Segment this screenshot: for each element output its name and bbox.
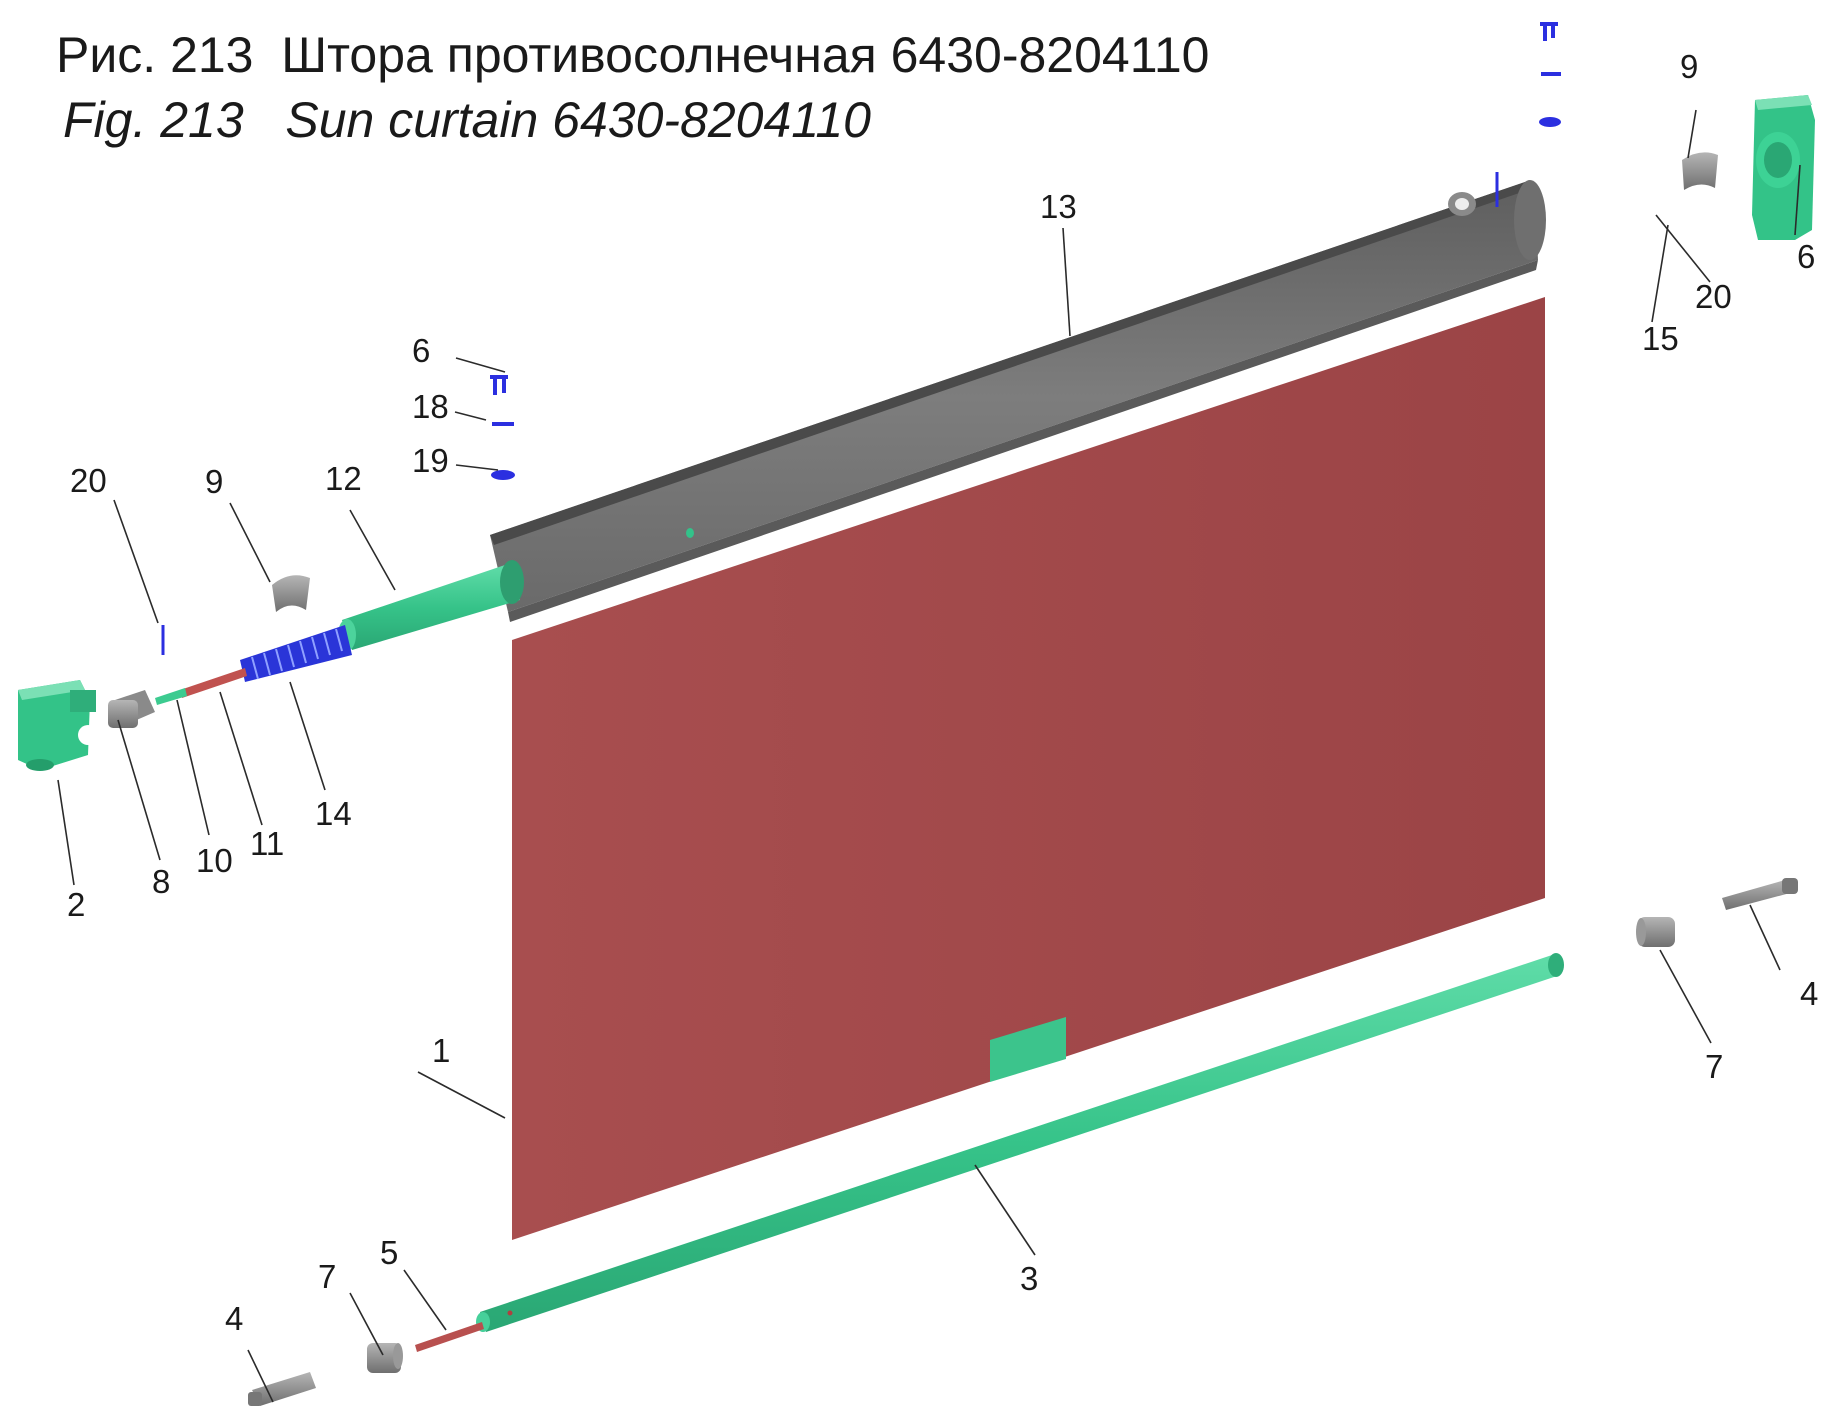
callout-20-right: 20 [1695,278,1732,315]
bottom-left-end-pin [248,1372,316,1406]
callout-9-right: 9 [1680,48,1698,85]
callout-7-left: 7 [318,1258,336,1295]
callout-11: 11 [250,825,284,862]
right-clip [1682,152,1718,190]
callout-5: 5 [380,1234,398,1271]
left-bracket [18,680,98,771]
right-bracket [1752,95,1815,240]
end-bushing [108,690,155,728]
curtain-panel [512,297,1545,1240]
callout-4-right: 4 [1800,975,1818,1012]
left-fasteners [490,375,515,480]
callout-8: 8 [152,863,170,900]
callout-7-right: 7 [1705,1048,1723,1085]
housing-tube [490,180,1546,622]
bottom-right-bushing [1636,917,1675,947]
left-clip [272,575,310,612]
callout-10: 10 [196,842,233,879]
callout-2: 2 [67,886,85,923]
callout-14: 14 [315,795,352,832]
callout-1: 1 [432,1032,450,1069]
callout-9-left: 9 [205,463,223,500]
callout-12: 12 [325,460,362,497]
callout-6-right: 6 [1797,238,1815,275]
callout-4-left: 4 [225,1300,243,1337]
right-fasteners [1539,22,1561,127]
figure-title-en: Fig. 213 Sun curtain 6430-8204110 [63,92,871,148]
right-grommet [1448,192,1476,216]
figure-title-ru: Рис. 213 Штора противосолнечная 6430-820… [56,27,1210,83]
bottom-left-bushing [367,1343,403,1373]
callout-6-left: 6 [412,332,430,369]
spring [240,625,352,682]
axle-pin [155,688,187,705]
leader-lines [57,109,1801,1403]
curtain-pull-tab [990,1017,1066,1082]
callout-18: 18 [412,388,449,425]
axle-rod [180,668,247,698]
callout-15: 15 [1642,320,1679,357]
callout-20-left: 20 [70,462,107,499]
callout-13: 13 [1040,188,1077,225]
bottom-right-end-pin [1722,878,1798,910]
callout-3: 3 [1020,1260,1038,1297]
roller-tube [338,560,524,651]
callout-19: 19 [412,442,449,479]
bottom-rod [415,1322,484,1352]
